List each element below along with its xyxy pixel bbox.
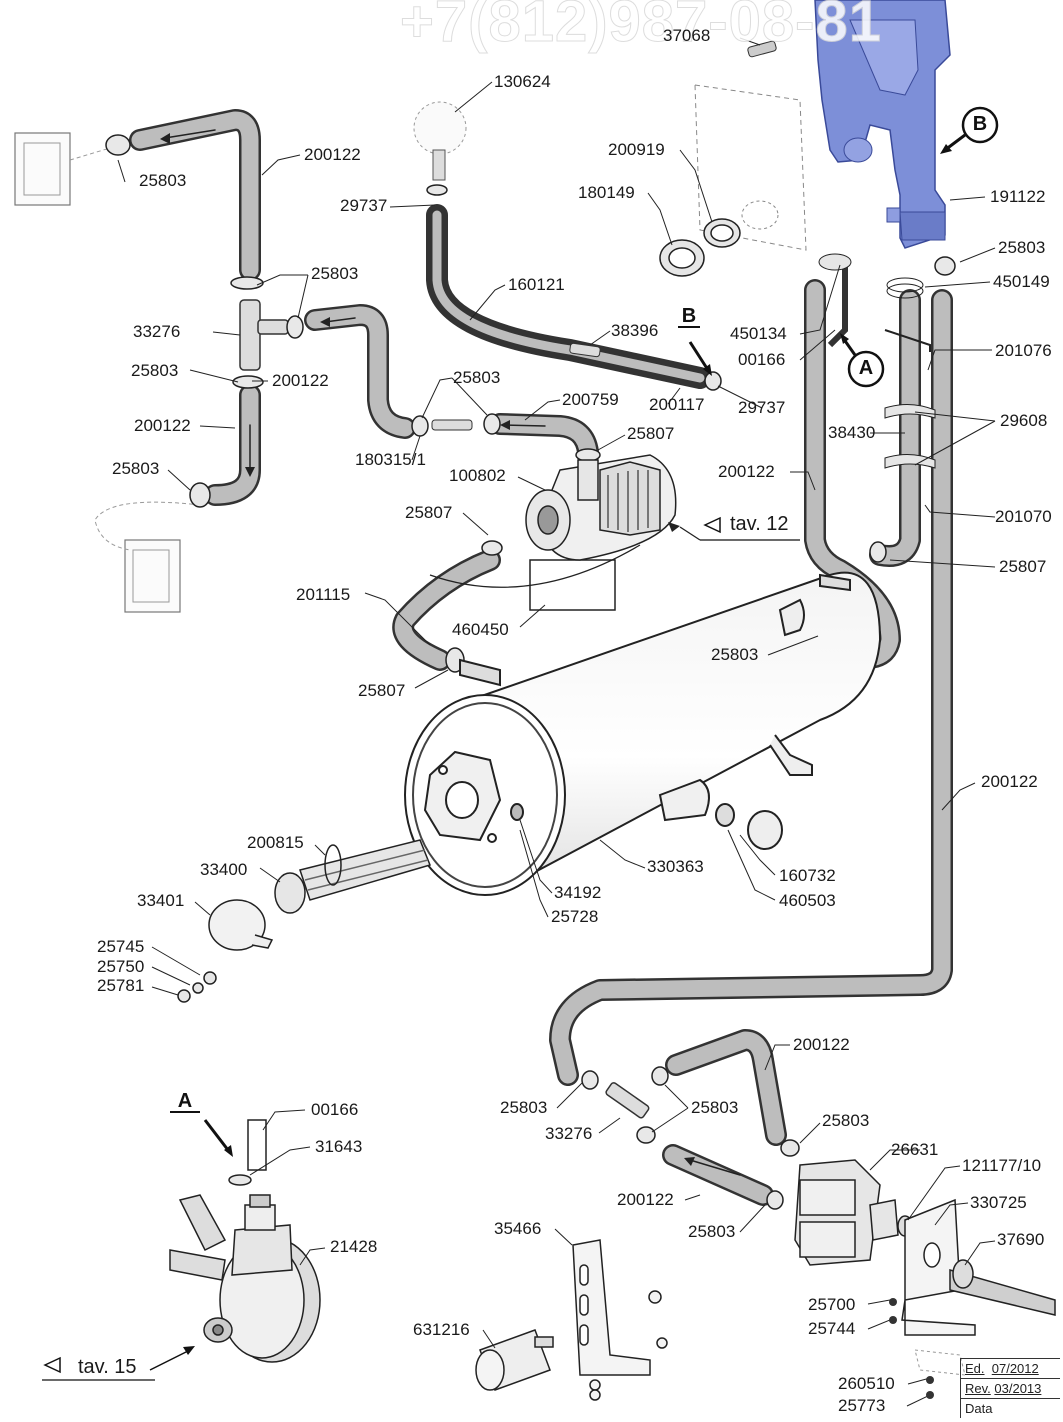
stamp-rev-label: Rev. (965, 1381, 991, 1396)
part-label: 631216 (413, 1320, 470, 1339)
stamp-rev-value: 03/2013 (994, 1381, 1042, 1396)
part-label: 330363 (647, 857, 704, 876)
view-reference-tav12: tav. 12 (730, 513, 789, 535)
pump-assembly (525, 454, 677, 611)
part-label: 25807 (358, 681, 406, 700)
part-label: 00166 (311, 1100, 359, 1119)
part-label: 180149 (578, 183, 635, 202)
part-label: 25803 (822, 1111, 870, 1130)
part-label: 200122 (981, 772, 1038, 791)
part-label: 25803 (998, 238, 1046, 257)
part-label: 37068 (663, 26, 711, 45)
part-label: 200919 (608, 140, 665, 159)
part-label: 200815 (247, 833, 304, 852)
blue-reservoir-part (814, 0, 951, 249)
stamp-ed-label: Ed. (965, 1361, 985, 1376)
part-label: 29608 (1000, 411, 1048, 430)
part-label: 00166 (738, 350, 786, 369)
solenoid-valve (794, 1159, 1056, 1336)
part-label: 33401 (137, 891, 185, 910)
part-label: 33276 (545, 1124, 593, 1143)
part-label: 21428 (330, 1237, 378, 1256)
callout-a-bottom: A (177, 1090, 193, 1112)
part-label: 460450 (452, 620, 509, 639)
part-label: 25803 (688, 1222, 736, 1241)
part-label: 160121 (508, 275, 565, 294)
part-label: 200122 (718, 462, 775, 481)
part-label: 25803 (691, 1098, 739, 1117)
pressure-reducer (169, 1119, 321, 1363)
part-label: 460503 (779, 891, 836, 910)
part-label: 450134 (730, 324, 787, 343)
part-label: 200122 (272, 371, 329, 390)
part-label: 200117 (649, 395, 705, 414)
part-label: 25745 (97, 937, 145, 956)
part-label: 330725 (970, 1193, 1027, 1212)
part-label: 450149 (993, 272, 1050, 291)
part-label: 26631 (891, 1140, 939, 1159)
part-label: 29737 (738, 398, 786, 417)
part-label: 37690 (997, 1230, 1045, 1249)
part-label: 25807 (999, 557, 1047, 576)
part-label: 35466 (494, 1219, 542, 1238)
watermark-phone: +7(812)987-08-81 (400, 0, 882, 55)
part-label: 25807 (627, 424, 675, 443)
part-label: 33400 (200, 860, 248, 879)
callout-b-mid: B (681, 305, 697, 327)
part-label: 200122 (617, 1190, 674, 1209)
part-label: 121177/10 (962, 1156, 1042, 1175)
part-label: 201115 (296, 585, 351, 604)
revision-stamp: Ed. 07/2012 Rev. 03/2013 Data (960, 1358, 1060, 1418)
part-label: 200122 (134, 416, 191, 435)
part-label: 38430 (828, 423, 876, 442)
part-label: 31643 (315, 1137, 363, 1156)
part-label: 201076 (995, 341, 1052, 360)
part-label: 25803 (112, 459, 160, 478)
part-label: 25700 (808, 1295, 856, 1314)
part-label: 201070 (995, 507, 1052, 526)
part-label: 25773 (838, 1396, 886, 1415)
part-label: 130624 (494, 72, 551, 91)
part-label: 191122 (990, 187, 1046, 206)
part-label: 25744 (808, 1319, 856, 1338)
part-label: 29737 (340, 196, 388, 215)
part-label: 25807 (405, 503, 453, 522)
part-label: 100802 (449, 466, 506, 485)
stamp-data-label: Data (965, 1401, 993, 1416)
part-label: 25803 (311, 264, 359, 283)
part-label: 25803 (711, 645, 759, 664)
part-label: 200122 (304, 145, 361, 164)
part-label: 180315/1 (355, 450, 426, 469)
part-label: 34192 (554, 883, 602, 902)
part-label: 25803 (500, 1098, 548, 1117)
part-label: 25803 (139, 171, 187, 190)
mounting-bracket (572, 1239, 668, 1401)
leader-lines (117, 37, 996, 1407)
part-label: 160732 (779, 866, 836, 885)
part-label: 25803 (453, 368, 501, 387)
part-label: 25750 (97, 957, 145, 976)
view-reference-tav15: tav. 15 (78, 1356, 137, 1378)
stamp-ed-value: 07/2012 (991, 1361, 1039, 1376)
callout-a-top: A (858, 357, 874, 379)
part-label: 200122 (793, 1035, 850, 1054)
callout-b-top: B (972, 113, 988, 135)
part-label: 33276 (133, 322, 181, 341)
part-label: 38396 (611, 321, 659, 340)
heating-element (177, 839, 432, 1003)
part-label: 25803 (131, 361, 179, 380)
part-label: 200759 (562, 390, 619, 409)
part-label: 260510 (838, 1374, 895, 1393)
part-label: 25781 (97, 976, 145, 995)
part-label: 25728 (551, 907, 599, 926)
boiler-tank (404, 571, 882, 896)
